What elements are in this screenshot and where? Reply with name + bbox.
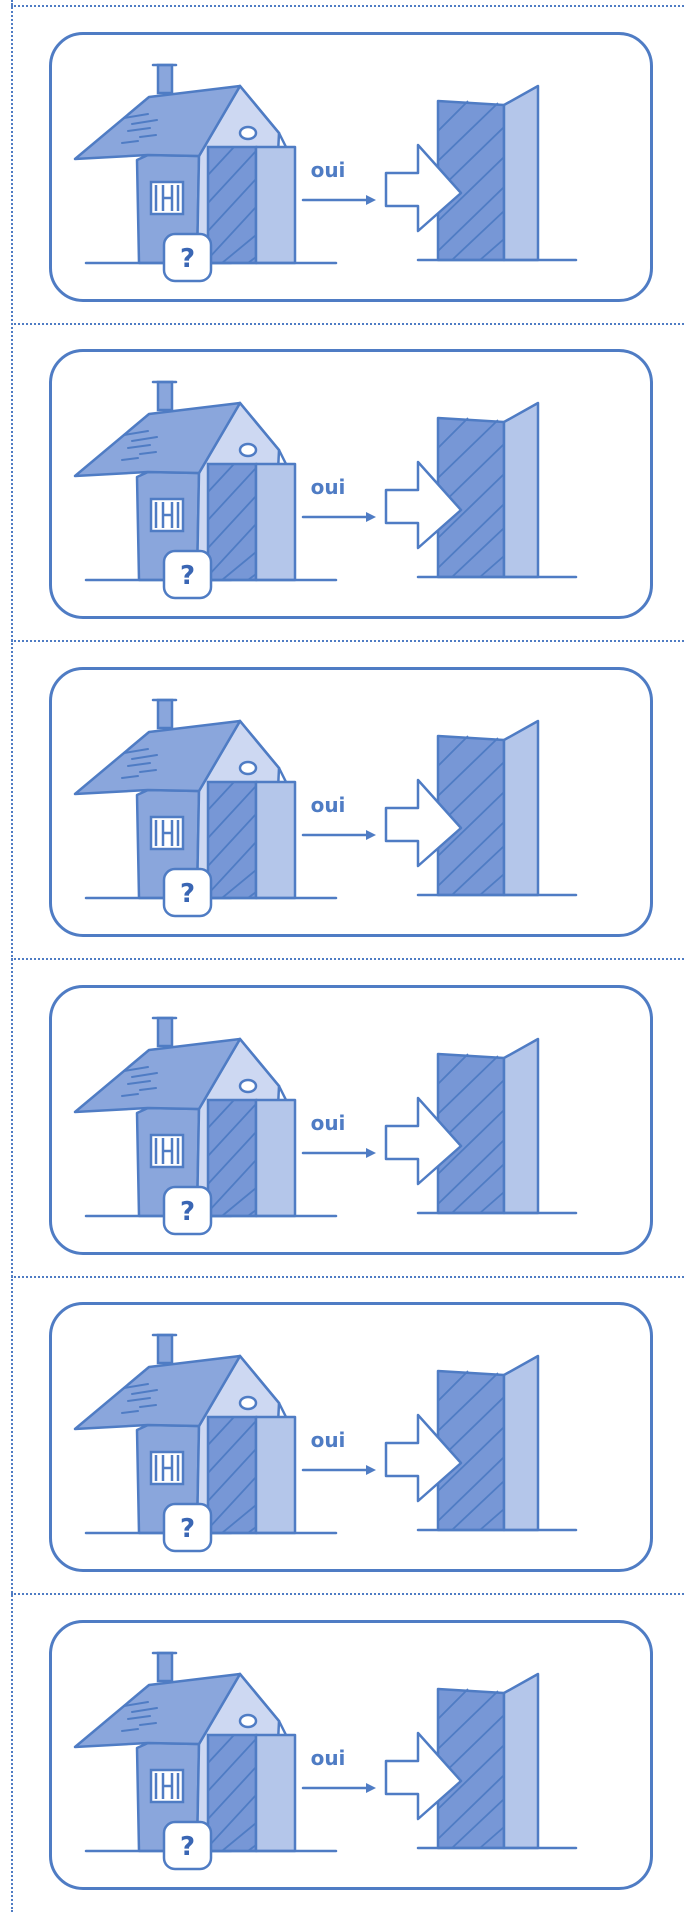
answer-label: oui xyxy=(311,793,346,817)
question-badge-icon: ? xyxy=(164,1822,211,1869)
answer-label: oui xyxy=(311,158,346,182)
arrow-icon xyxy=(303,830,376,840)
question-mark-label: ? xyxy=(180,1832,195,1862)
answer-label: oui xyxy=(311,1111,346,1135)
arrow-icon xyxy=(303,1148,376,1158)
arrow-icon xyxy=(303,1783,376,1793)
question-mark-label: ? xyxy=(180,1514,195,1544)
panel-3: ? oui xyxy=(49,667,653,937)
panel-illustration: ? oui xyxy=(52,352,650,616)
panel-illustration: ? oui xyxy=(52,35,650,299)
answer-label: oui xyxy=(311,1428,346,1452)
house-icon xyxy=(75,1335,336,1533)
answer-label: oui xyxy=(311,1746,346,1770)
house-icon xyxy=(75,700,336,898)
question-mark-label: ? xyxy=(180,879,195,909)
cut-guide-horizontal xyxy=(11,958,684,960)
question-badge-icon: ? xyxy=(164,1187,211,1234)
cut-guide-horizontal xyxy=(11,1593,684,1595)
house-icon xyxy=(75,65,336,263)
arrow-icon xyxy=(303,195,376,205)
question-badge-icon: ? xyxy=(164,1504,211,1551)
house-icon xyxy=(75,382,336,580)
panel-2: ? oui xyxy=(49,349,653,619)
panel-1: ? oui xyxy=(49,32,653,302)
panel-illustration: ? oui xyxy=(52,1305,650,1569)
cut-guide-horizontal xyxy=(11,640,684,642)
panel-5: ? oui xyxy=(49,1302,653,1572)
panel-4: ? oui xyxy=(49,985,653,1255)
question-mark-label: ? xyxy=(180,561,195,591)
cut-guide-vertical xyxy=(11,0,13,1912)
cut-guide-horizontal xyxy=(11,1276,684,1278)
panel-illustration: ? oui xyxy=(52,670,650,934)
panel-illustration: ? oui xyxy=(52,988,650,1252)
arrow-icon xyxy=(303,1465,376,1475)
panel-illustration: ? oui xyxy=(52,1623,650,1887)
house-icon xyxy=(75,1653,336,1851)
panel-6: ? oui xyxy=(49,1620,653,1890)
question-badge-icon: ? xyxy=(164,869,211,916)
cut-guide-horizontal xyxy=(11,5,684,7)
answer-label: oui xyxy=(311,475,346,499)
arrow-icon xyxy=(303,512,376,522)
cut-guide-horizontal xyxy=(11,323,684,325)
house-icon xyxy=(75,1018,336,1216)
question-badge-icon: ? xyxy=(164,551,211,598)
question-mark-label: ? xyxy=(180,244,195,274)
question-badge-icon: ? xyxy=(164,234,211,281)
question-mark-label: ? xyxy=(180,1197,195,1227)
